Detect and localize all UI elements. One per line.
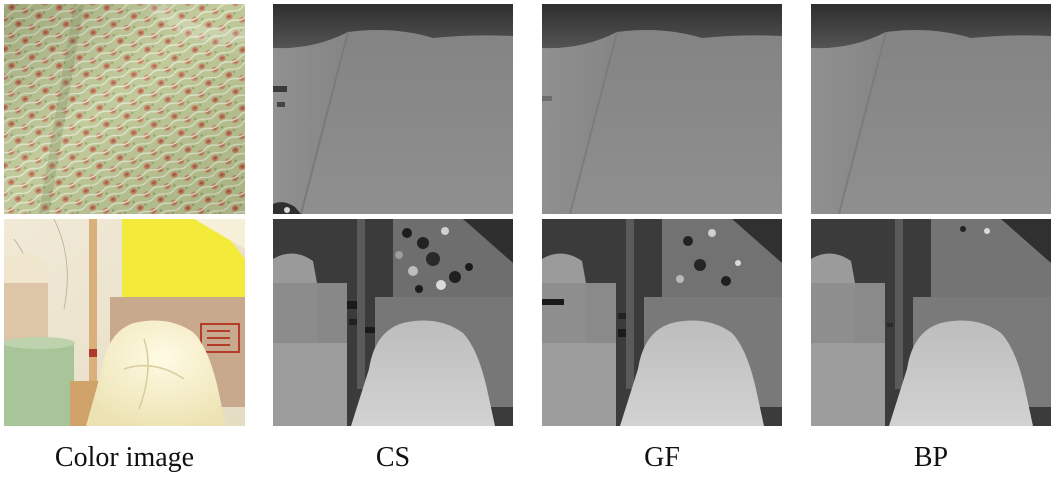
caption-bp: BP: [913, 442, 949, 473]
bp-depth-cloth: [811, 4, 1051, 214]
color-image-objects: [4, 219, 245, 426]
caption-cs: CS: [375, 442, 411, 473]
caption-color-image: Color image: [54, 442, 195, 473]
cs-depth-cloth: [273, 4, 513, 214]
cs-depth-objects: [273, 219, 513, 426]
gf-depth-objects: [542, 219, 782, 426]
color-image-cloth: [4, 4, 245, 214]
gf-depth-cloth: [542, 4, 782, 214]
caption-gf: GF: [644, 442, 680, 473]
bp-depth-objects: [811, 219, 1051, 426]
